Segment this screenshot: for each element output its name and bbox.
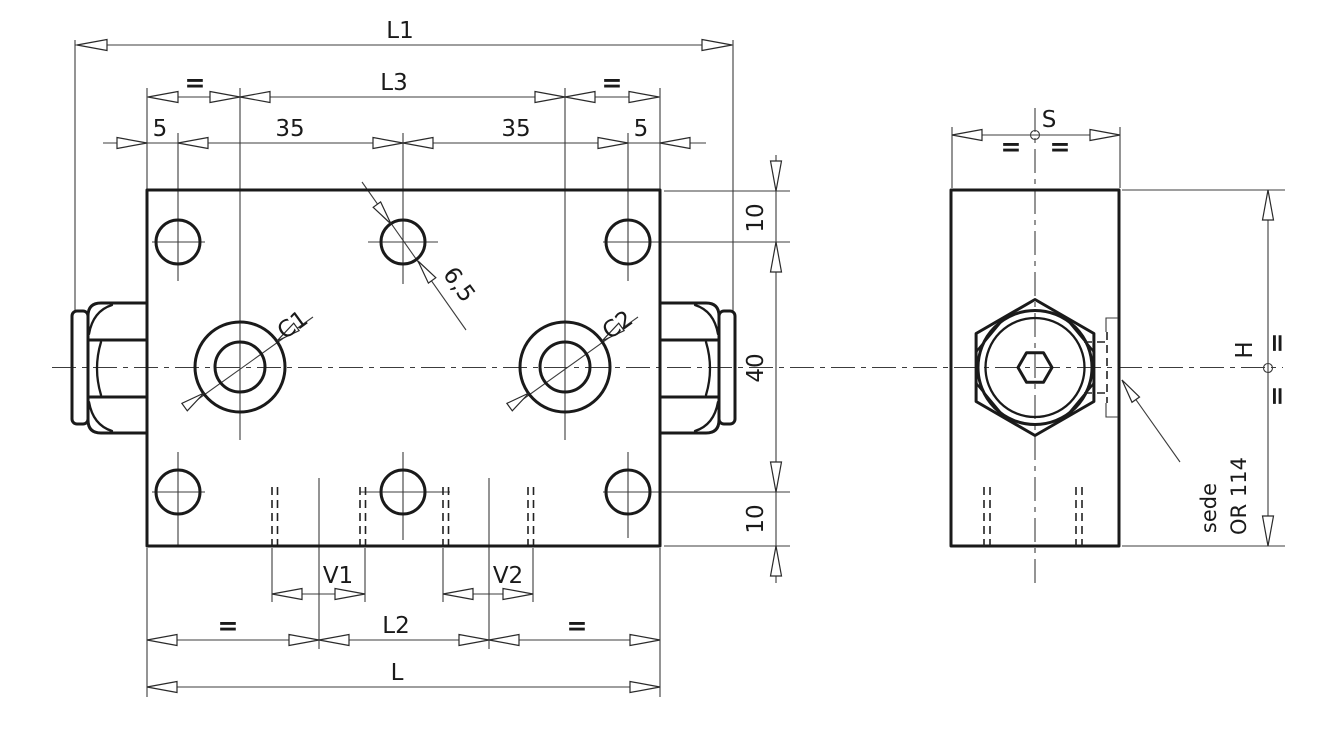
block-outline [145,188,662,548]
dim-label-equal-h-bottom: = [1262,386,1291,407]
hex-socket [1016,351,1054,384]
dim-label-l3: L3 [380,70,407,96]
dim-label-equal-top-left: = [185,68,206,97]
mounting-hole [154,218,202,266]
dim-label-equal-s-right: = [1050,132,1071,161]
front-view-dimension-labels: L1 = L3 = 5 35 35 5 10 40 10 V1 V2 = L2 … [153,18,769,686]
mounting-hole [154,468,202,516]
oring-seat [1084,317,1118,418]
callout-label-seat-line2: OR 114 [1227,457,1251,535]
dim-label-l2: L2 [382,613,409,639]
dim-label-35-right: 35 [501,116,530,142]
callout-label-hole-diameter: 6,5 [437,262,480,307]
dim-label-5-left: 5 [153,116,168,142]
mounting-hole [604,218,652,266]
port-c1 [193,320,287,414]
dim-label-equal-bottom-right: = [567,611,588,640]
mounting-hole [379,218,427,266]
hex-plug-front [974,298,1096,437]
dim-label-equal-bottom-left: = [218,611,239,640]
dim-label-l: L [391,660,404,686]
front-view: L1 = L3 = 5 35 35 5 10 40 10 V1 V2 = L2 … [70,18,790,697]
hidden-port-lines [271,487,535,546]
dim-label-equal-top-right: = [602,68,623,97]
side-view: S = = H = = sede OR 114 [949,107,1291,548]
side-hidden-port-lines [983,487,1083,546]
side-block-outline [949,188,1121,548]
side-view-dimension-labels: S = = H = = sede OR 114 [1001,107,1291,535]
side-view-dimension-arrows [951,128,1275,547]
dim-label-40: 40 [743,353,769,382]
dim-label-10-bottom: 10 [743,504,769,533]
dim-label-l1: L1 [386,18,413,44]
dim-label-equal-h-top: = [1262,333,1291,354]
dim-label-5-right: 5 [634,116,649,142]
mounting-hole [604,468,652,516]
mounting-holes [154,218,652,516]
hex-plug-right [658,301,737,435]
callout-label-seat-line1: sede [1197,483,1221,533]
symmetry-marker-h [1262,362,1274,374]
front-view-dimension-arrows [76,38,783,694]
dim-label-equal-s-left: = [1001,132,1022,161]
dim-label-10-top: 10 [743,203,769,232]
dim-label-v2: V2 [493,563,523,589]
symmetry-marker-s [1029,129,1041,141]
mounting-hole [379,468,427,516]
dim-label-s: S [1042,107,1057,133]
port-c2 [518,320,612,414]
dim-label-35-left: 35 [275,116,304,142]
dim-label-h: H [1232,341,1258,358]
dim-label-v1: V1 [323,563,353,589]
hex-plug-left [70,301,149,435]
